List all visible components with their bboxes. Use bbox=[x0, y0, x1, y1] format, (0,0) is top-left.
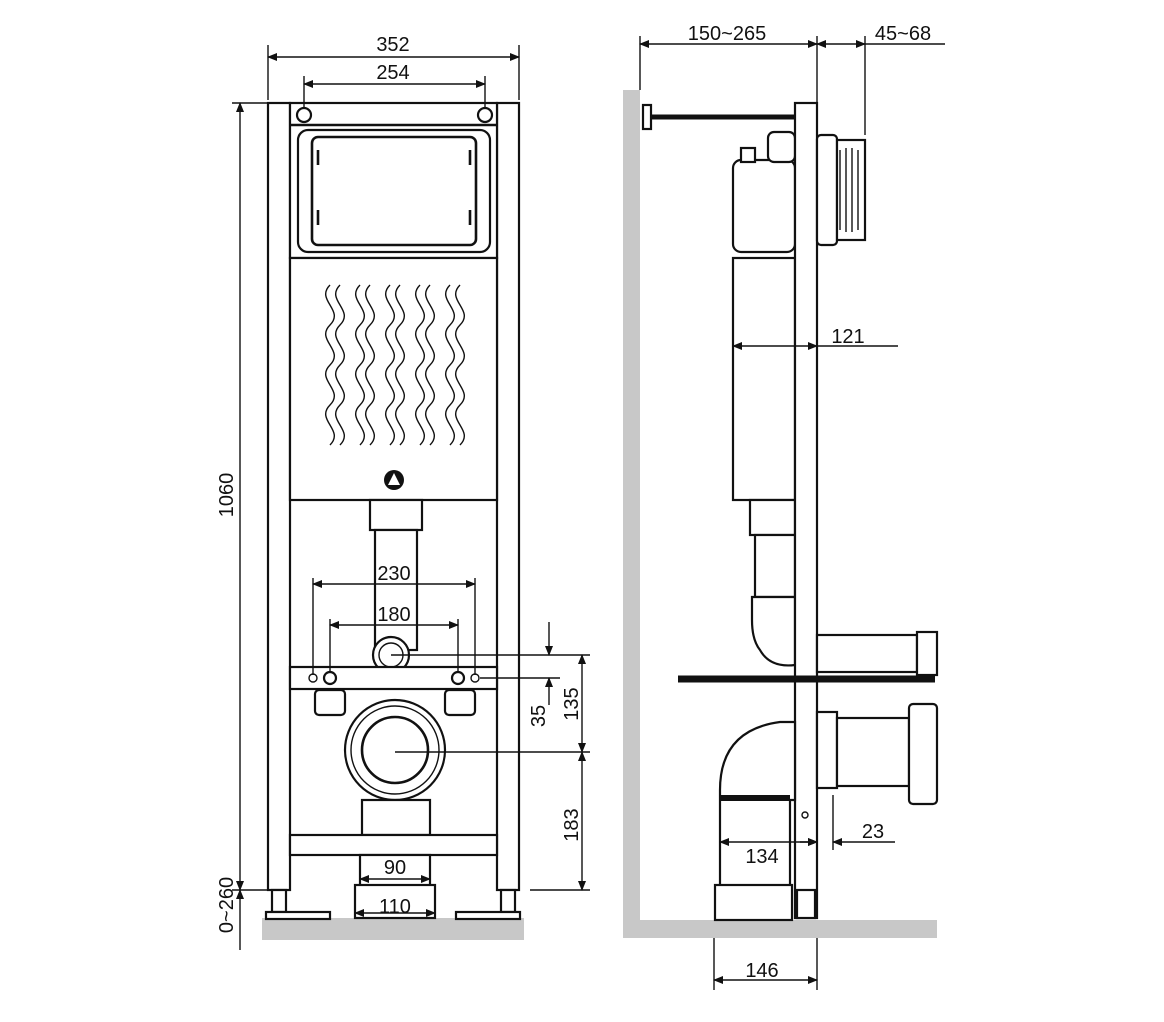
front-dimensions: 352 254 1060 0~260 230 180 35 135 183 90… bbox=[216, 34, 590, 950]
left-foot-plate bbox=[264, 910, 332, 921]
mounting-crossbar bbox=[288, 665, 499, 691]
dim-wall-distance: 150~265 bbox=[688, 23, 766, 45]
dim-drain-width: 146 bbox=[745, 960, 778, 982]
dim-drain-height: 183 bbox=[561, 808, 583, 841]
flush-elbow bbox=[750, 595, 797, 667]
dim-outer-mount-spacing: 230 bbox=[377, 563, 410, 585]
drain-outlet bbox=[343, 698, 447, 802]
dim-drain-to-crossbar: 135 bbox=[561, 687, 583, 720]
left-post bbox=[266, 101, 292, 892]
dim-inner-mount-spacing: 180 bbox=[377, 604, 410, 626]
dim-supply-offset: 35 bbox=[528, 705, 550, 727]
supply-pipe bbox=[815, 633, 919, 674]
frame-plate bbox=[793, 101, 819, 920]
dim-plate-projection: 45~68 bbox=[875, 23, 931, 45]
drain-connector bbox=[835, 716, 911, 788]
flush-pipe-coupler bbox=[368, 498, 424, 532]
drain-pipe bbox=[360, 798, 432, 837]
dim-cistern-depth: 121 bbox=[831, 326, 864, 348]
right-post bbox=[495, 101, 521, 892]
dim-drain-outer: 110 bbox=[379, 896, 411, 918]
floor bbox=[262, 918, 524, 940]
wall bbox=[623, 90, 640, 938]
bolt-left bbox=[295, 106, 313, 124]
side-dimensions: 150~265 45~68 121 134 23 146 bbox=[639, 23, 945, 990]
drain-bend bbox=[718, 720, 797, 892]
cistern-body bbox=[288, 256, 499, 502]
left-foot bbox=[270, 888, 288, 914]
right-foot-plate bbox=[454, 910, 522, 921]
flush-plate bbox=[815, 133, 839, 247]
cistern-waves bbox=[324, 284, 466, 446]
side-floor bbox=[623, 920, 937, 938]
dim-drain-inner: 90 bbox=[384, 857, 406, 879]
dim-drain-offset: 134 bbox=[745, 846, 778, 868]
dim-overall-width: 352 bbox=[376, 34, 409, 56]
right-foot bbox=[499, 888, 517, 914]
flush-opening bbox=[296, 128, 492, 254]
bolt-right bbox=[476, 106, 494, 124]
front-view bbox=[262, 101, 524, 940]
side-view bbox=[623, 90, 939, 938]
flush-pipe bbox=[373, 528, 419, 652]
cistern-upper bbox=[731, 158, 797, 254]
dim-bolt-spacing: 254 bbox=[376, 62, 409, 84]
dim-frame-thickness: 23 bbox=[862, 821, 884, 843]
cistern-side bbox=[731, 256, 797, 502]
brand-logo-icon bbox=[384, 470, 404, 490]
bottom-rail bbox=[288, 833, 499, 857]
dim-foot-adjust: 0~260 bbox=[216, 877, 238, 933]
dim-overall-height: 1060 bbox=[216, 473, 238, 518]
